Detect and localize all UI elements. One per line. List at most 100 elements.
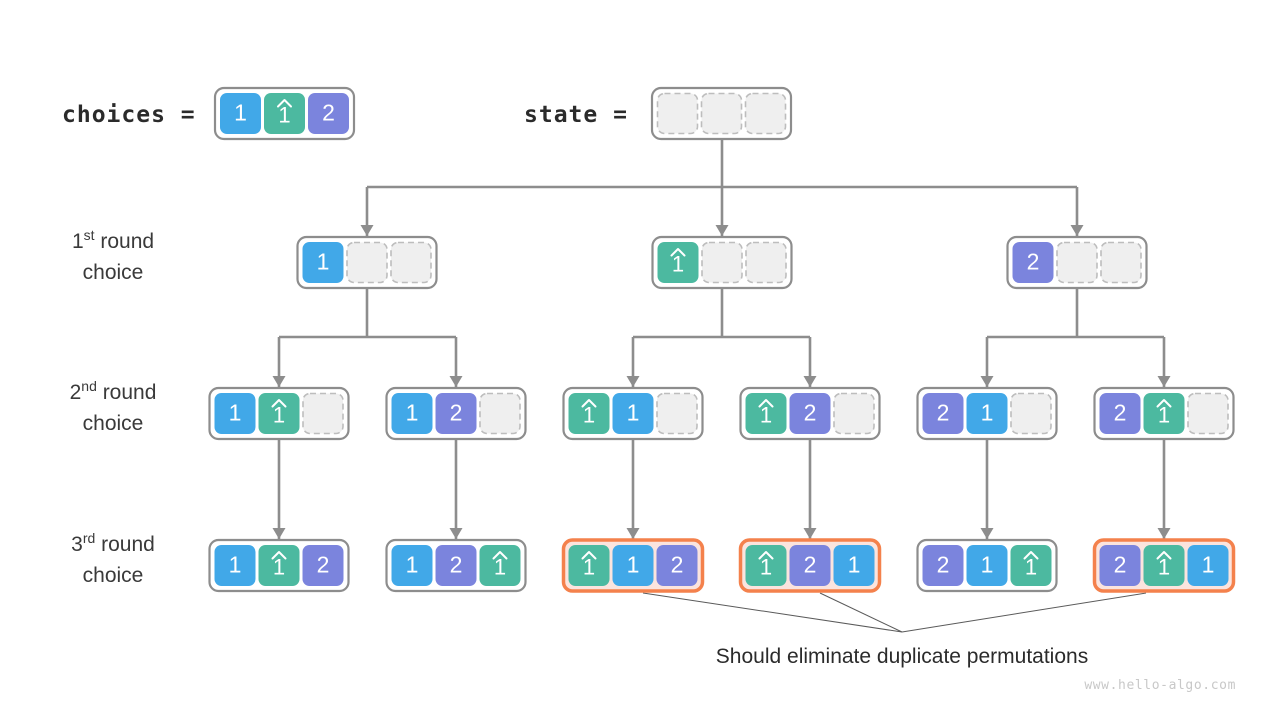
arrow-head-icon (449, 376, 463, 387)
cell-empty (701, 241, 743, 284)
round-word: round (95, 533, 155, 556)
round-ordinal-suffix: nd (81, 378, 97, 394)
cell-filled-2 (922, 393, 964, 434)
cell-value: 1 (583, 555, 595, 580)
cell-value: 1 (273, 403, 285, 428)
round-ordinal-suffix: rd (83, 530, 95, 546)
cell-value: 2 (937, 552, 950, 578)
cell-empty (1187, 392, 1229, 435)
cell-filled-1hat (258, 545, 300, 586)
arrow-head-icon (980, 528, 994, 539)
cell-filled-1hat (568, 393, 610, 434)
duplicate-note: Should eliminate duplicate permutations (716, 645, 1088, 668)
arrow-head-icon (980, 376, 994, 387)
cell-empty (700, 92, 743, 135)
cell-filled-1 (302, 242, 344, 283)
circumflex-accent-icon (758, 399, 774, 408)
cell-empty (1100, 241, 1142, 284)
cell-value: 1 (627, 400, 640, 426)
circumflex-accent-icon (581, 399, 597, 408)
cell-filled-2 (1099, 545, 1141, 586)
round1-node-3: 2 (1006, 235, 1148, 290)
cell-empty (833, 392, 875, 435)
cell-filled-2 (308, 93, 349, 134)
callout-pointer-1 (642, 592, 903, 633)
cell-value: 1 (273, 555, 285, 580)
round3-node-2: 1 2 1 (385, 538, 527, 593)
cell-empty (479, 392, 521, 435)
cell-value: 2 (450, 552, 463, 578)
cell-value: 1 (981, 552, 994, 578)
cell-empty (656, 392, 698, 435)
arrow-head-icon (449, 528, 463, 539)
arrow-head-icon (1157, 528, 1171, 539)
cell-filled-2 (789, 393, 831, 434)
arrow-head-icon (1157, 376, 1171, 387)
cell-empty (390, 241, 432, 284)
circumflex-accent-icon (271, 399, 287, 408)
cell-filled-1 (612, 545, 654, 586)
cell-value: 2 (317, 552, 330, 578)
arrow-head-icon (272, 376, 286, 387)
cell-filled-1 (214, 545, 256, 586)
cell-value: 1 (234, 100, 247, 126)
cell-filled-2 (789, 545, 831, 586)
cell-value: 1 (278, 103, 290, 128)
callout-pointer-2 (819, 592, 903, 633)
cell-empty (302, 392, 344, 435)
cell-filled-1 (966, 393, 1008, 434)
cell-value: 1 (406, 552, 419, 578)
cell-value: 2 (1027, 249, 1040, 275)
cell-filled-1hat (1010, 545, 1052, 586)
cell-filled-1hat (479, 545, 521, 586)
cell-value: 1 (1202, 552, 1215, 578)
cell-value: 1 (583, 403, 595, 428)
cell-value: 2 (671, 552, 684, 578)
round1-node-1: 1 (296, 235, 438, 290)
cell-value: 2 (1114, 552, 1127, 578)
round-label-line2: choice (83, 261, 144, 284)
cell-value: 1 (494, 555, 506, 580)
cell-empty (656, 92, 699, 135)
cell-value: 1 (229, 552, 242, 578)
round-label-line1: 3rd round (71, 530, 155, 556)
cell-value: 1 (981, 400, 994, 426)
cell-empty (1056, 241, 1098, 284)
circumflex-accent-icon (758, 551, 774, 560)
cell-value: 1 (848, 552, 861, 578)
circumflex-accent-icon (492, 551, 508, 560)
cell-value: 1 (1158, 555, 1170, 580)
cell-filled-1hat (745, 393, 787, 434)
cell-filled-1 (966, 545, 1008, 586)
circumflex-accent-icon (1156, 399, 1172, 408)
round-label-line1: 1st round (72, 227, 154, 253)
cell-filled-2 (922, 545, 964, 586)
arrow-head-icon (1070, 225, 1084, 236)
cell-value: 2 (804, 552, 817, 578)
cell-empty (744, 92, 787, 135)
arrow-head-icon (360, 225, 374, 236)
cell-filled-2 (435, 545, 477, 586)
cell-filled-1 (833, 545, 875, 586)
cell-value: 1 (1158, 403, 1170, 428)
cell-value: 1 (627, 552, 640, 578)
cell-filled-1 (214, 393, 256, 434)
cell-filled-1hat (1143, 393, 1185, 434)
round-word: round (95, 230, 155, 253)
arrow-head-icon (272, 528, 286, 539)
arrow-head-icon (715, 225, 729, 236)
round3-node-3: 1 1 2 (561, 538, 705, 593)
circumflex-accent-icon (581, 551, 597, 560)
connector-layer (272, 139, 1171, 633)
round-label-line2: choice (83, 412, 144, 435)
cell-filled-1 (391, 545, 433, 586)
round3-node-6: 2 1 1 (1092, 538, 1236, 593)
circumflex-accent-icon (277, 99, 292, 108)
